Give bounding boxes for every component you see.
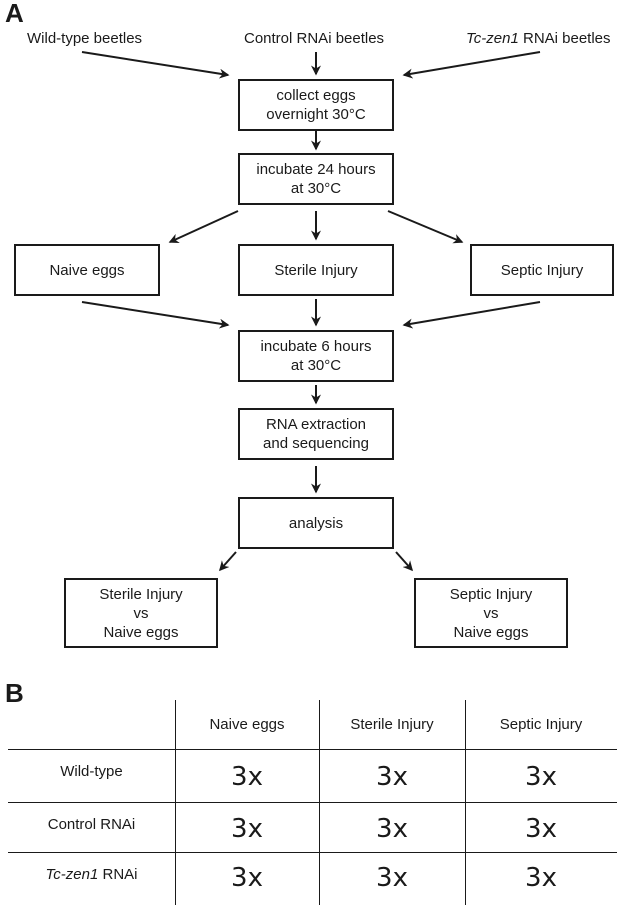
row-label: Wild-type (60, 763, 123, 780)
arrow-zen-to-collect (402, 51, 541, 79)
sterile-vs-line-3: Naive eggs (103, 623, 179, 641)
source-zen-rnai: Tc-zen1 RNAi beetles (466, 30, 611, 47)
incubate6-line-2: at 30°C (290, 357, 342, 374)
table-cell: 3x (525, 814, 557, 844)
panel-a-label: A (5, 0, 24, 28)
table-divider (8, 852, 617, 853)
source-control-rnai: Control RNAi beetles (244, 30, 385, 47)
table-divider (8, 749, 617, 750)
analysis-box: analysis (238, 497, 394, 549)
naive-eggs-label: Naive eggs (49, 261, 125, 279)
flow-arrows (81, 51, 541, 572)
table-cell: 3x (376, 762, 408, 792)
gene-name: Tc-zen1 (466, 30, 519, 47)
analysis-label: analysis (288, 514, 344, 532)
arrow-naive-to-incubate6 (81, 301, 230, 329)
incubate-24h-box: incubate 24 hours at 30°C (238, 153, 394, 205)
septic-vs-line-2: vs (483, 604, 499, 622)
sterile-injury-label: Sterile Injury (274, 261, 358, 279)
septic-injury-label: Septic Injury (500, 261, 584, 279)
collect-line-1: collect eggs (276, 87, 356, 104)
septic-vs-line-1: Septic Injury (449, 585, 533, 603)
row-label: Tc-zen1 RNAi (8, 852, 175, 896)
rna-extraction-box: RNA extraction and sequencing (238, 408, 394, 460)
column-header: Naive eggs (209, 716, 285, 733)
table-cell: 3x (525, 863, 557, 893)
table-cell: 3x (525, 762, 557, 792)
septic-injury-box: Septic Injury (470, 244, 614, 296)
panel-b-label: B (5, 678, 24, 708)
arrow-septic-to-incubate6 (402, 301, 541, 329)
column-header: Sterile Injury (350, 716, 434, 733)
table-divider (8, 802, 617, 803)
table-cell: 3x (231, 863, 263, 893)
row-label: Control RNAi (47, 815, 136, 833)
arrow-analysis-to-sterile-vs (219, 551, 237, 572)
source-zen-suffix: RNAi beetles (518, 30, 611, 47)
sterile-vs-line-2: vs (133, 604, 149, 622)
source-wild-type: Wild-type beetles (27, 30, 143, 47)
sterile-vs-line-1: Sterile Injury (99, 585, 183, 603)
naive-eggs-box: Naive eggs (14, 244, 160, 296)
table-cell: 3x (231, 762, 263, 792)
arrow-analysis-to-septic-vs (395, 551, 413, 572)
sterile-injury-box: Sterile Injury (238, 244, 394, 296)
incubate-6h-box: incubate 6 hours at 30°C (238, 330, 394, 382)
collect-line-2: overnight 30°C (266, 106, 366, 123)
rna-line-2: and sequencing (263, 435, 369, 452)
row-label-suffix: RNAi (98, 865, 138, 883)
table-cell: 3x (376, 863, 408, 893)
arrow-incubate24-to-septic (387, 210, 464, 244)
arrow-wildtype-to-collect (81, 51, 230, 79)
septic-vs-line-3: Naive eggs (453, 623, 529, 641)
incubate6-line-1: incubate 6 hours (260, 338, 372, 355)
incubate24-line-2: at 30°C (290, 180, 342, 197)
table-cell: 3x (231, 814, 263, 844)
incubate24-line-1: incubate 24 hours (256, 161, 376, 178)
column-header: Septic Injury (499, 716, 583, 733)
row-gene-name: Tc-zen1 (45, 865, 99, 883)
arrow-incubate24-to-naive (168, 210, 239, 244)
rna-line-1: RNA extraction (265, 416, 367, 433)
collect-eggs-box: collect eggs overnight 30°C (238, 79, 394, 131)
table-cell: 3x (376, 814, 408, 844)
